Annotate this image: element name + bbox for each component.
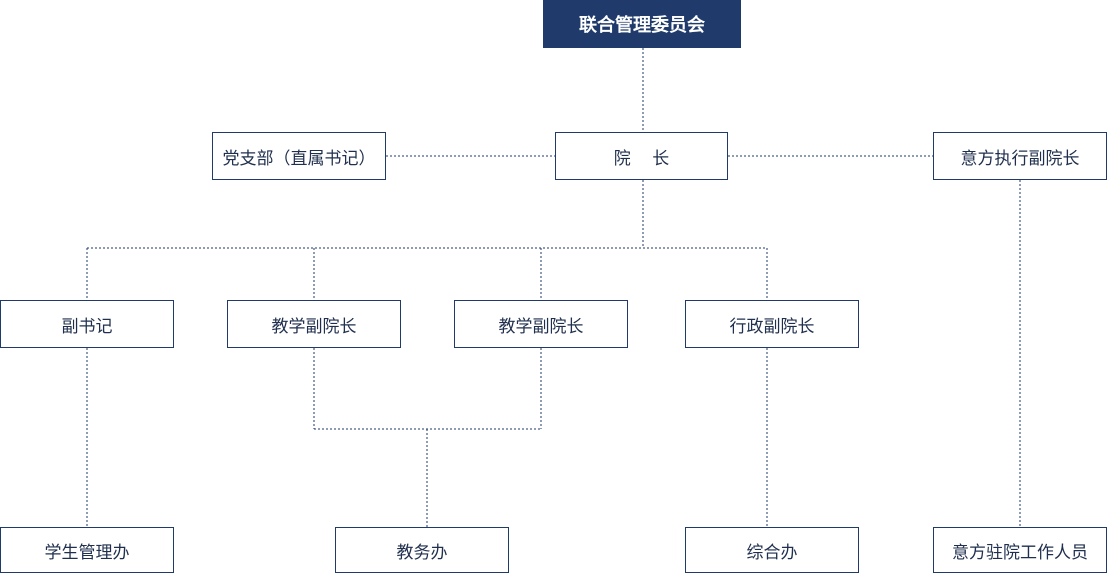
node-joint-management-committee: 联合管理委员会 [543,0,741,48]
node-dean: 院 长 [555,132,728,180]
node-deputy-secretary: 副书记 [0,300,174,348]
node-italian-executive-vice-dean: 意方执行副院长 [933,132,1107,180]
node-party-branch: 党支部（直属书记） [212,132,386,180]
node-student-affairs-office: 学生管理办 [0,527,174,573]
node-academic-affairs-office: 教务办 [335,527,509,573]
node-teaching-vice-dean-2: 教学副院长 [454,300,628,348]
node-general-office: 综合办 [685,527,859,573]
node-teaching-vice-dean-1: 教学副院长 [227,300,401,348]
node-italian-resident-staff: 意方驻院工作人员 [933,527,1107,573]
node-administrative-vice-dean: 行政副院长 [685,300,859,348]
